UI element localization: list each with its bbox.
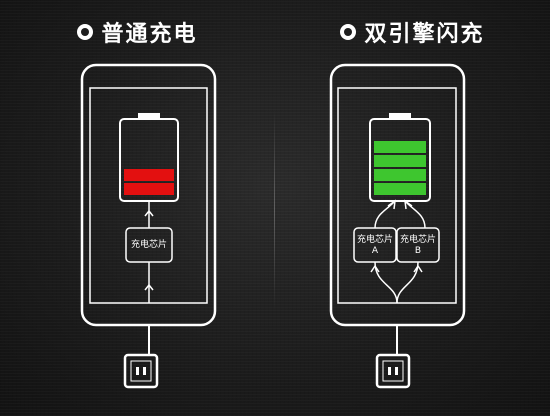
dual-engine-charging-panel: 双引擎闪充 充电芯片 (275, 0, 550, 416)
normal-charging-title: 普通充电 (101, 22, 198, 47)
chip-b-letter: B (414, 246, 422, 256)
dual-engine-title: 双引擎闪充 (364, 22, 485, 47)
battery-bar-3 (374, 155, 426, 167)
charge-chip-b-label: 充电芯片 B (397, 235, 439, 257)
battery-body (369, 118, 431, 202)
charge-chip-a-label: 充电芯片 A (354, 235, 396, 257)
battery-terminal (138, 113, 160, 118)
battery-bar-1 (124, 183, 174, 195)
chip-a-letter: A (371, 246, 379, 256)
power-outlet-icon (123, 353, 159, 389)
circle-bullet-icon (77, 24, 94, 40)
battery-bar-2 (124, 169, 174, 181)
circle-bullet-icon (340, 24, 357, 40)
panel-divider (274, 110, 275, 310)
phone-screen (337, 87, 457, 304)
normal-charging-panel: 普通充电 充电芯片 (0, 16, 275, 389)
dual-engine-diagram (329, 63, 466, 389)
power-outlet-icon (375, 353, 411, 389)
panel-title: 普通充电 (0, 16, 275, 48)
normal-charging-diagram (123, 113, 174, 389)
chip-b-name: 充电芯片 (399, 235, 436, 245)
chip-a-name: 充电芯片 (356, 235, 393, 245)
panel-title: 双引擎闪充 (275, 16, 550, 48)
battery-bar-1 (374, 183, 426, 195)
battery-bar-4 (374, 141, 426, 153)
battery-terminal (389, 113, 411, 118)
charge-chip-label: 充电芯片 (130, 240, 167, 250)
battery-bar-2 (374, 169, 426, 181)
